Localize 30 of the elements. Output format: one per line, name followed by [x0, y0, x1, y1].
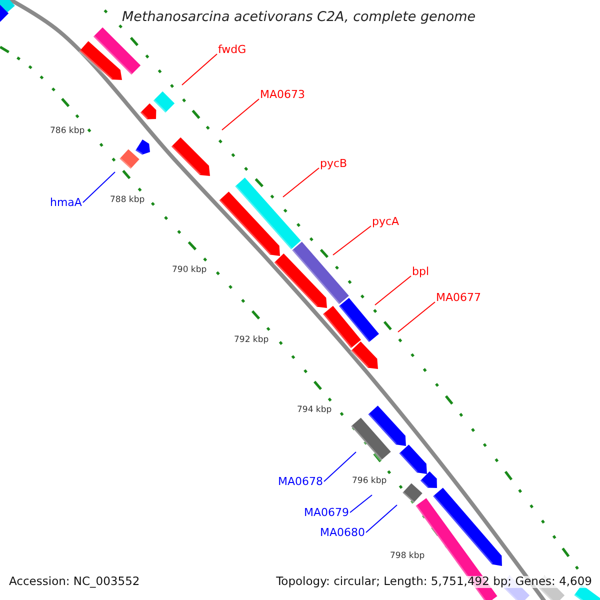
gene-label: hmaA [50, 197, 82, 208]
leader-line [398, 302, 436, 332]
leader-line [374, 276, 412, 306]
tick-label: 792 kbp [234, 336, 269, 344]
tick-label: 798 kbp [390, 552, 425, 560]
gene-label: MA0677 [436, 292, 482, 303]
leader-line [82, 172, 116, 203]
gene-label: fwdG [218, 44, 246, 55]
tick-label: 786 kbp [50, 127, 85, 136]
leader-line [182, 54, 218, 86]
leader-line [282, 168, 320, 198]
title: Methanosarcina acetivorans C2A, complete genome [122, 11, 476, 24]
tick-label: 790 kbp [172, 266, 207, 274]
leader-line [350, 494, 372, 513]
gene-label: pycB [320, 158, 348, 169]
tick-label: 794 kbp [297, 406, 332, 414]
genome-info-text: Topology: circular; Length: 5,751,492 bp; Genes: 4,609 [276, 576, 592, 588]
accession-text: Accession: NC_003552 [9, 576, 140, 588]
gene-label: pycA [372, 216, 400, 227]
leader-line [366, 504, 398, 533]
leader-line [222, 98, 260, 130]
gene-label: MA0678 [278, 476, 324, 487]
gene-label: bpl [412, 266, 430, 277]
gene-label: MA0673 [260, 89, 306, 100]
leader-line [332, 226, 372, 256]
leader-line [324, 452, 356, 482]
gene-label: MA0680 [320, 527, 366, 538]
gene-label: MA0679 [304, 507, 350, 518]
tick-label: 788 kbp [110, 196, 145, 204]
tick-label: 796 kbp [352, 477, 387, 486]
